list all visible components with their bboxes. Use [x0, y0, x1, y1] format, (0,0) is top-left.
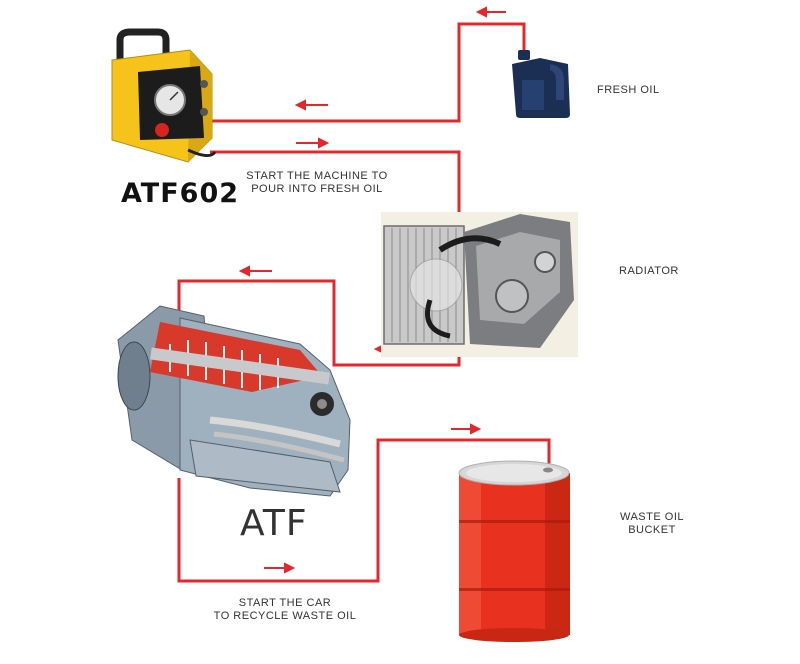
- atf602-machine-image: [111, 28, 217, 163]
- arrow-left-to-atf: [238, 265, 272, 277]
- radiator-engine-image: [381, 212, 578, 357]
- arrow-right-bottom: [264, 562, 296, 574]
- start-machine-label: START THE MACHINE TO POUR INTO FRESH OIL: [246, 170, 388, 195]
- arrow-right-from-machine: [296, 137, 330, 149]
- arrow-right-to-barrel: [451, 423, 482, 435]
- radiator-label: RADIATOR: [619, 265, 679, 277]
- start-car-label: START THE CAR TO RECYCLE WASTE OIL: [213, 597, 357, 622]
- transmission-image: [117, 305, 351, 497]
- flow-line-machine-to-radiator: [210, 150, 461, 233]
- flow-line-radiator-to-atf: [177, 279, 461, 367]
- flow-line-atf-to-barrel: [177, 438, 551, 583]
- arrow-left-to-machine: [294, 99, 328, 111]
- transmission-label: ATF: [240, 503, 308, 544]
- flow-lines: [177, 22, 551, 583]
- waste-oil-barrel-image: [458, 460, 570, 642]
- waste-oil-bucket-label: WASTE OIL BUCKET: [620, 511, 684, 536]
- machine-model-label: ATF602: [121, 178, 240, 209]
- fresh-oil-label: FRESH OIL: [597, 84, 660, 96]
- fresh-oil-bottle-image: [512, 50, 570, 118]
- arrow-left-top: [475, 6, 506, 18]
- flow-line-fresh-oil-to-machine: [210, 22, 526, 123]
